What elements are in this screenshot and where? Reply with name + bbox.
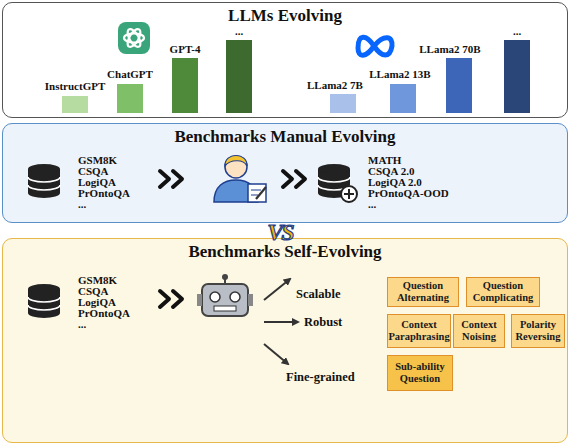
robot-icon [197,274,253,316]
database-icon [28,164,60,198]
model-name: LLama2 70B [419,44,480,55]
model-name: LLama2 13B [369,69,430,80]
chevron [160,291,182,307]
ellipsis: ... [513,26,521,37]
dataset-name: PrOntoQA-OOD [368,188,449,199]
panel: Benchmarks Self-EvolvingQuestion Alterna… [2,238,568,443]
dataset-name: PrOntoQA [78,188,130,199]
database-icon [28,284,60,318]
process-box: Polarity Reversing [511,314,565,348]
dataset-name: CSQA 2.0 [368,166,414,177]
model-name: InstructGPT [45,81,106,92]
process-box: Question Complicating [466,277,540,307]
property-label: Fine-grained [286,371,355,384]
model-name: ChatGPT [107,69,153,80]
ellipsis: ... [235,26,243,37]
property-label: Robust [304,316,342,329]
box-label: Context Noising [457,319,501,342]
panel-title: LLMs Evolving [3,6,567,26]
dataset-name: LogiQA [78,177,116,188]
panel: LLMs Evolving [2,2,568,118]
process-box: Sub-ability Question [387,355,453,391]
dataset-name: ... [368,199,376,210]
dataset-name: LogiQA [78,297,116,308]
dataset-name: CSQA [78,286,109,297]
property-label: Scalable [296,288,340,301]
panel-title: Benchmarks Self-Evolving [3,242,567,262]
panel-fill [2,2,568,118]
dataset-name: ... [78,319,86,330]
box-label: Question Alternating [391,280,455,303]
dataset-name: MATH [368,155,401,166]
person-icon [214,156,266,203]
box-label: Context Paraphrasing [388,319,449,342]
process-box: Question Alternating [387,277,459,307]
chevron [283,171,305,187]
dataset-name: GSM8K [78,275,117,286]
meta-logo [358,37,392,55]
arrow [264,279,298,364]
dataset-name: ... [78,199,86,210]
panel-fill [2,123,568,223]
box-label: Question Complicating [470,280,536,303]
vs-badge: VS [267,220,292,244]
database-plus-icon [318,164,357,202]
bar-chart [62,40,530,113]
dataset-name: CSQA [78,166,109,177]
panel-title: Benchmarks Manual Evolving [3,127,567,147]
model-name: GPT-4 [170,44,201,55]
chevron [160,171,182,187]
process-box: Context Paraphrasing [387,314,451,348]
openai-logo [118,22,150,54]
dataset-name: GSM8K [78,155,117,166]
panel-fill [2,238,568,443]
dataset-name: PrOntoQA [78,308,130,319]
process-box: Context Noising [453,314,505,348]
box-label: Sub-ability Question [391,361,449,384]
dataset-name: LogiQA 2.0 [368,177,422,188]
model-name: LLama2 7B [307,80,363,91]
box-label: Polarity Reversing [515,319,561,342]
